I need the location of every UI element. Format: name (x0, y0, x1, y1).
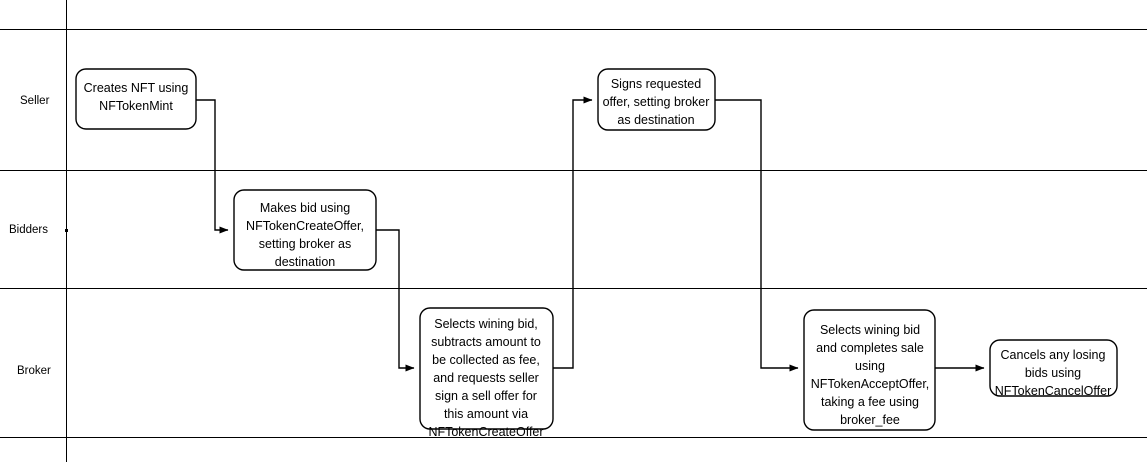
node-selects-wining-bid-line-6: NFTokenCreateOffer (428, 425, 543, 439)
node-completes-sale-line-4: taking a fee using (821, 395, 919, 409)
node-signs-requested-offer-line-1: offer, setting broker (603, 95, 710, 109)
node-makes-bid-shape[interactable] (233, 189, 377, 271)
node-selects-wining-bid-line-4: sign a sell offer for (435, 389, 537, 403)
node-selects-wining-bid-line-1: subtracts amount to (431, 335, 541, 349)
node-makes-bid-line-3: destination (275, 255, 336, 269)
node-makes-bid-line-2: setting broker as (259, 237, 351, 251)
lane-label-broker: Broker (17, 365, 51, 377)
connectors (196, 96, 985, 372)
node-completes-sale-line-5: broker_fee (840, 413, 900, 427)
node-makes-bid[interactable]: Makes bid using NFTokenCreateOffer, sett… (233, 189, 377, 271)
node-completes-sale[interactable]: Selects wining bid and completes sale us… (803, 309, 936, 431)
bidders-dot-artifact (65, 229, 68, 232)
node-cancels-losing-line-0: Cancels any losing (1001, 348, 1106, 362)
node-completes-sale-line-1: and completes sale (816, 341, 924, 355)
node-makes-bid-line-0: Makes bid using (260, 201, 350, 215)
node-completes-sale-line-2: using (855, 359, 885, 373)
node-completes-sale-line-3: NFTokenAcceptOffer, (811, 377, 930, 391)
node-selects-wining-bid-line-2: be collected as fee, (432, 353, 540, 367)
node-cancels-losing-line-1: bids using (1025, 366, 1081, 380)
edge-bid-to-select (376, 229, 415, 372)
node-selects-wining-bid-line-3: and requests seller (433, 371, 539, 385)
node-selects-wining-bid[interactable]: Selects wining bid, subtracts amount to … (419, 307, 554, 439)
node-creates-nft[interactable]: Creates NFT using NFTokenMint (75, 68, 197, 130)
node-signs-requested-offer[interactable]: Signs requested offer, setting broker as… (597, 68, 716, 131)
lane-label-seller: Seller (20, 95, 50, 107)
lane-labels: Seller Bidders Broker (9, 95, 68, 377)
node-cancels-losing[interactable]: Cancels any losing bids using NFTokenCan… (989, 339, 1118, 398)
lane-label-bidders: Bidders (9, 224, 48, 236)
node-cancels-losing-shape[interactable] (989, 339, 1118, 397)
node-selects-wining-bid-shape[interactable] (419, 307, 554, 430)
node-signs-requested-offer-shape[interactable] (597, 68, 716, 131)
node-creates-nft-line-1: NFTokenMint (99, 99, 173, 113)
edge-creates-to-bid (196, 99, 229, 234)
node-signs-requested-offer-line-0: Signs requested (611, 77, 701, 91)
node-cancels-losing-line-2: NFTokenCancelOffer (995, 384, 1112, 398)
node-selects-wining-bid-line-5: this amount via (444, 407, 528, 421)
edge-signs-to-complete (715, 99, 799, 372)
node-creates-nft-line-0: Creates NFT using (84, 81, 189, 95)
node-selects-wining-bid-line-0: Selects wining bid, (434, 317, 538, 331)
node-completes-sale-shape[interactable] (803, 309, 936, 431)
node-makes-bid-line-1: NFTokenCreateOffer, (246, 219, 364, 233)
node-signs-requested-offer-line-2: as destination (617, 113, 694, 127)
node-creates-nft-shape[interactable] (75, 68, 197, 130)
edge-select-to-signs (553, 96, 593, 369)
node-completes-sale-line-0: Selects wining bid (820, 323, 920, 337)
